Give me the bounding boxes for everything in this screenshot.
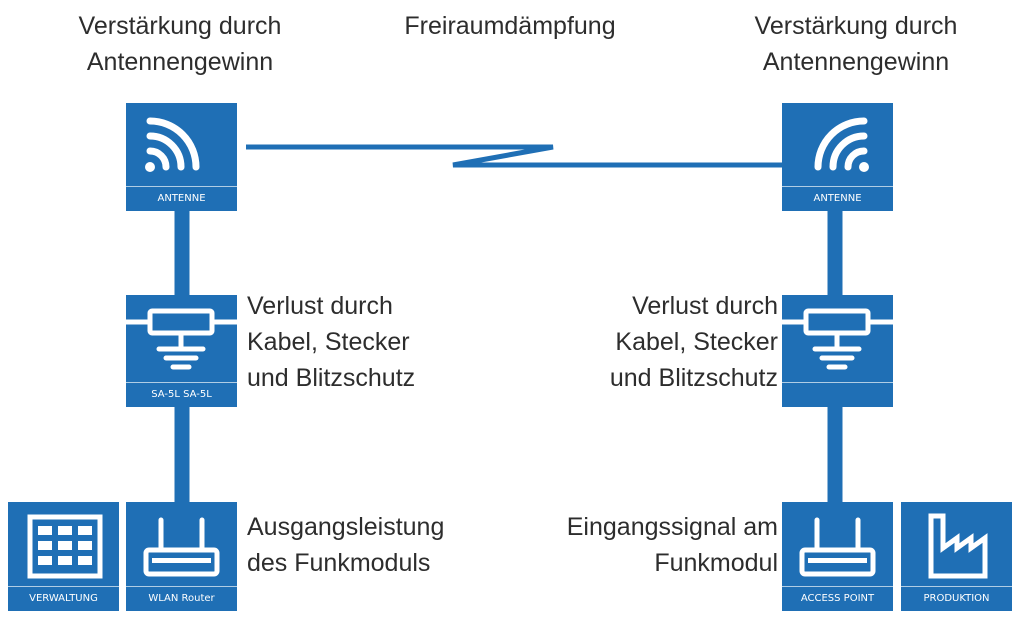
lightning-arrester-left: SA-5L SA-5L — [126, 295, 237, 407]
antenna-left-caption: ANTENNE — [126, 186, 237, 211]
antenna-right-caption: ANTENNE — [782, 186, 893, 211]
radio-link — [246, 144, 782, 168]
router-caption: WLAN Router — [126, 586, 237, 611]
router-icon — [799, 517, 876, 577]
wlan-router: WLAN Router — [126, 502, 237, 611]
wifi-signal-icon — [145, 117, 200, 172]
arrester-left-caption: SA-5L SA-5L — [126, 382, 237, 407]
wifi-signal-icon — [814, 117, 869, 172]
router-icon — [143, 517, 220, 577]
admin-caption: VERWALTUNG — [8, 586, 119, 611]
lightning-arrester-icon — [126, 308, 237, 370]
factory-icon — [928, 513, 988, 579]
access-point-caption: ACCESS POINT — [782, 586, 893, 611]
lightning-arrester-right — [782, 295, 893, 407]
office-building-icon — [27, 514, 103, 579]
production-caption: PRODUKTION — [901, 586, 1012, 611]
production-facility: PRODUKTION — [901, 502, 1012, 611]
arrester-right-caption — [782, 382, 893, 407]
admin-building: VERWALTUNG — [8, 502, 119, 611]
lightning-arrester-icon — [782, 308, 893, 370]
free-space-loss-label: Freiraumdämpfung — [404, 12, 616, 40]
antenna-right: ANTENNE — [782, 103, 893, 211]
antenna-left: ANTENNE — [126, 103, 237, 211]
access-point: ACCESS POINT — [782, 502, 893, 611]
